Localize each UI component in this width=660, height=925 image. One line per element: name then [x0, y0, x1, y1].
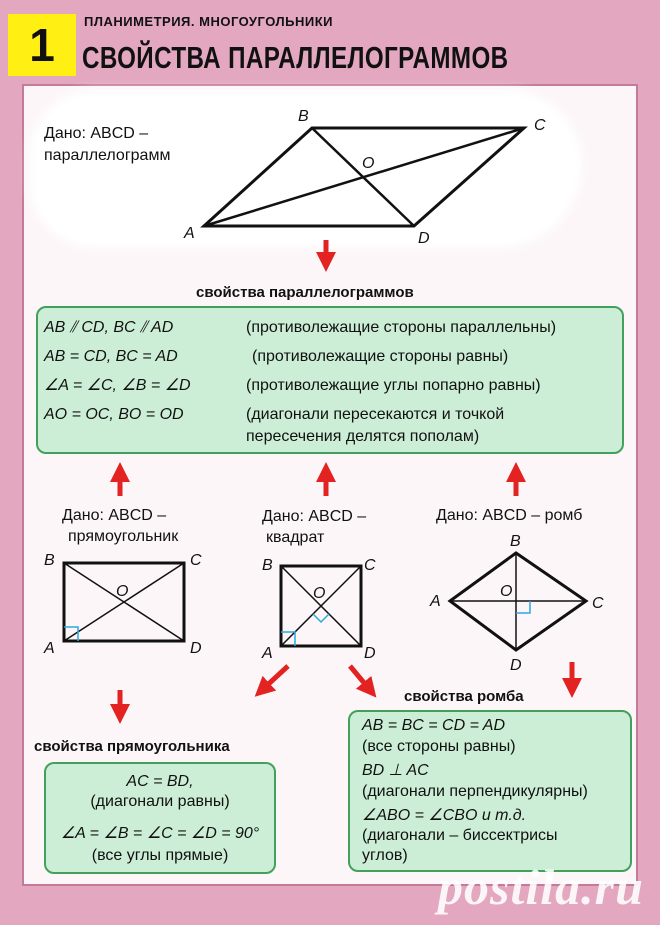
- rect-vertex-a: A: [43, 640, 55, 657]
- arrow-square-to-rectangle: [254, 664, 290, 697]
- vertex-label-o: O: [362, 155, 374, 172]
- rect-vertex-o: O: [116, 583, 128, 600]
- square-vertex-o: O: [313, 585, 325, 602]
- rhombus-vertex-c: C: [592, 595, 604, 612]
- given-square-line1: Дано: ABCD –: [262, 508, 367, 525]
- rhombus-right-angle-mark: [516, 601, 531, 614]
- rhombus-figure: [447, 551, 589, 652]
- rectangle-prop-3: ∠A = ∠B = ∠C = ∠D = 90°: [60, 825, 260, 842]
- vertex-label-b: B: [298, 108, 309, 125]
- rhombus-prop-3: BD ⊥ AC: [362, 762, 429, 779]
- given-cloud: [36, 96, 576, 242]
- rhombus-vertex-b: B: [510, 533, 521, 550]
- given-parallelogram-line2: параллелограмм: [44, 147, 171, 164]
- rectangle-props-box: [44, 762, 276, 874]
- rhombus-prop-7: углов): [362, 847, 408, 864]
- prop-formula-2: AB = CD, BC = AD: [44, 348, 178, 365]
- rhombus-props-heading: свойства ромба: [404, 688, 524, 705]
- rectangle-props-heading: свойства прямоугольника: [34, 738, 230, 755]
- parallelogram-figure: [200, 126, 528, 228]
- prop-desc-4b: пересечения делятся пополам): [246, 428, 480, 445]
- chapter-number-badge: 1: [8, 14, 76, 76]
- flow-arrows: [110, 240, 582, 724]
- prop-desc-3: (противолежащие углы попарно равны): [246, 377, 541, 394]
- square-vertex-d: D: [364, 645, 376, 662]
- rhombus-vertex-a: A: [429, 593, 441, 610]
- rectangle-prop-1: AC = BD,: [126, 773, 194, 790]
- square-vertex-c: C: [364, 557, 376, 574]
- rhombus-prop-1: AB = BC = CD = AD: [362, 717, 506, 734]
- rhombus-prop-4: (диагонали перпендикулярны): [362, 783, 588, 800]
- given-rectangle-line2: прямоугольник: [68, 528, 179, 545]
- chapter-subtitle: ПЛАНИМЕТРИЯ. МНОГОУГОЛЬНИКИ: [84, 14, 333, 29]
- given-parallelogram-line1: Дано: ABCD –: [44, 125, 149, 142]
- prop-desc-1: (противолежащие стороны параллельны): [246, 319, 557, 336]
- rhombus-props-box: [348, 710, 632, 872]
- rect-vertex-b: B: [44, 552, 55, 569]
- square-figure: [279, 564, 363, 648]
- arrow-square-to-rhombus: [348, 664, 377, 698]
- prop-formula-3: ∠A = ∠C, ∠B = ∠D: [44, 377, 191, 394]
- square-right-angle-mark: [281, 631, 296, 646]
- rect-vertex-c: C: [190, 552, 202, 569]
- parallelogram-props-box: [36, 306, 624, 454]
- square-vertex-a: A: [261, 645, 273, 662]
- rhombus-prop-5: ∠ABO = ∠CBO и т.д.: [362, 807, 527, 824]
- given-rectangle-line1: Дано: ABCD –: [62, 507, 167, 524]
- rectangle-figure: [62, 561, 186, 643]
- rhombus-vertex-d: D: [510, 657, 522, 674]
- rhombus-prop-6: (диагонали – биссектрисы: [362, 827, 558, 844]
- page-title: СВОЙСТВА ПАРАЛЛЕЛОГРАММОВ: [82, 40, 509, 75]
- given-square-line2: квадрат: [266, 529, 325, 546]
- rhombus-vertex-o: O: [500, 583, 512, 600]
- prop-desc-4: (диагонали пересекаются и точкой: [246, 406, 505, 423]
- rect-vertex-d: D: [190, 640, 202, 657]
- square-vertex-b: B: [262, 557, 273, 574]
- parallelogram-props-heading: свойства параллелограммов: [196, 284, 414, 301]
- given-rhombus-line1: Дано: ABCD – ромб: [436, 507, 583, 524]
- right-angle-mark: [64, 626, 79, 641]
- watermark-logo: postila.ru: [438, 859, 644, 915]
- rectangle-prop-2: (диагонали равны): [90, 793, 230, 810]
- rectangle-prop-4: (все углы прямые): [91, 847, 229, 864]
- rhombus-prop-2: (все стороны равны): [362, 738, 516, 755]
- vertex-label-d: D: [418, 230, 430, 247]
- vertex-label-c: C: [534, 117, 546, 134]
- prop-formula-1: AB ⫽ CD, BC ⫽ AD: [44, 319, 174, 336]
- prop-desc-2: (противолежащие стороны равны): [252, 348, 509, 365]
- square-diagonal-perpendicular-mark: [312, 613, 330, 624]
- prop-formula-4: AO = OC, BO = OD: [44, 406, 184, 423]
- vertex-label-a: A: [183, 225, 195, 242]
